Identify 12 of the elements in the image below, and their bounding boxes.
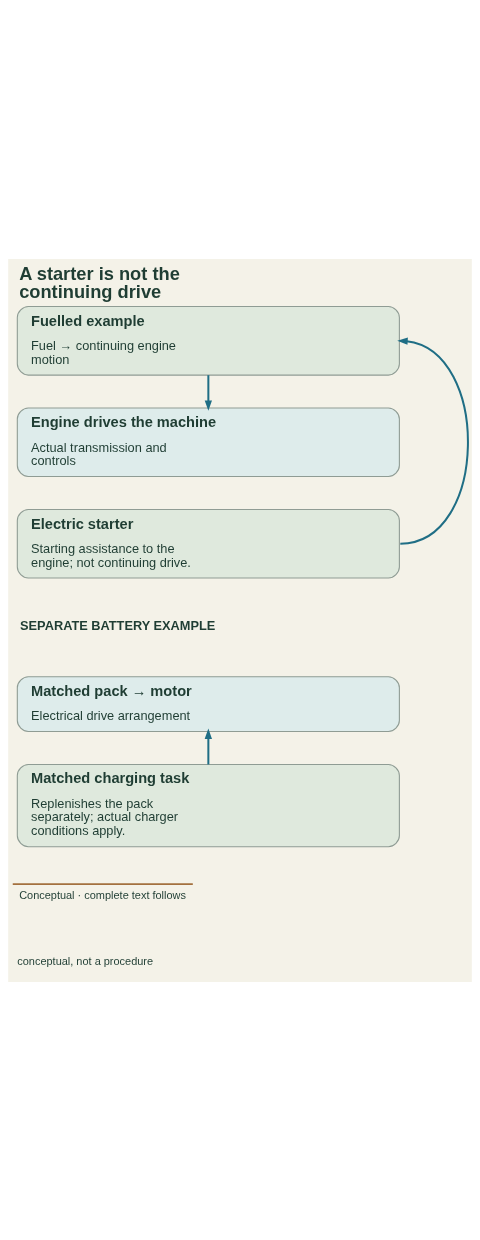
arrow — [397, 337, 469, 545]
node-box: Matched charging task Replenishes the pack separately; actual charger conditions apply. — [16, 763, 400, 847]
label: conceptual, not a procedure — [17, 954, 154, 967]
label: SEPARATE BATTERY EXAMPLE — [20, 617, 216, 633]
diagram-title: A starter is not the continuing drive — [19, 262, 180, 302]
arrow — [204, 728, 212, 764]
label: Conceptual · complete text follows — [19, 888, 186, 901]
arrow — [204, 374, 212, 411]
node-box: Electric starter Starting assistance to the engine; not continuing drive. — [16, 508, 400, 579]
node-box: Fuelled example Fuel → continuing engine motion — [16, 305, 400, 376]
node-box: Matched pack → motor Electrical drive arrangement — [16, 675, 400, 732]
node-box: Engine drives the machine Actual transmission and controls — [16, 406, 400, 477]
